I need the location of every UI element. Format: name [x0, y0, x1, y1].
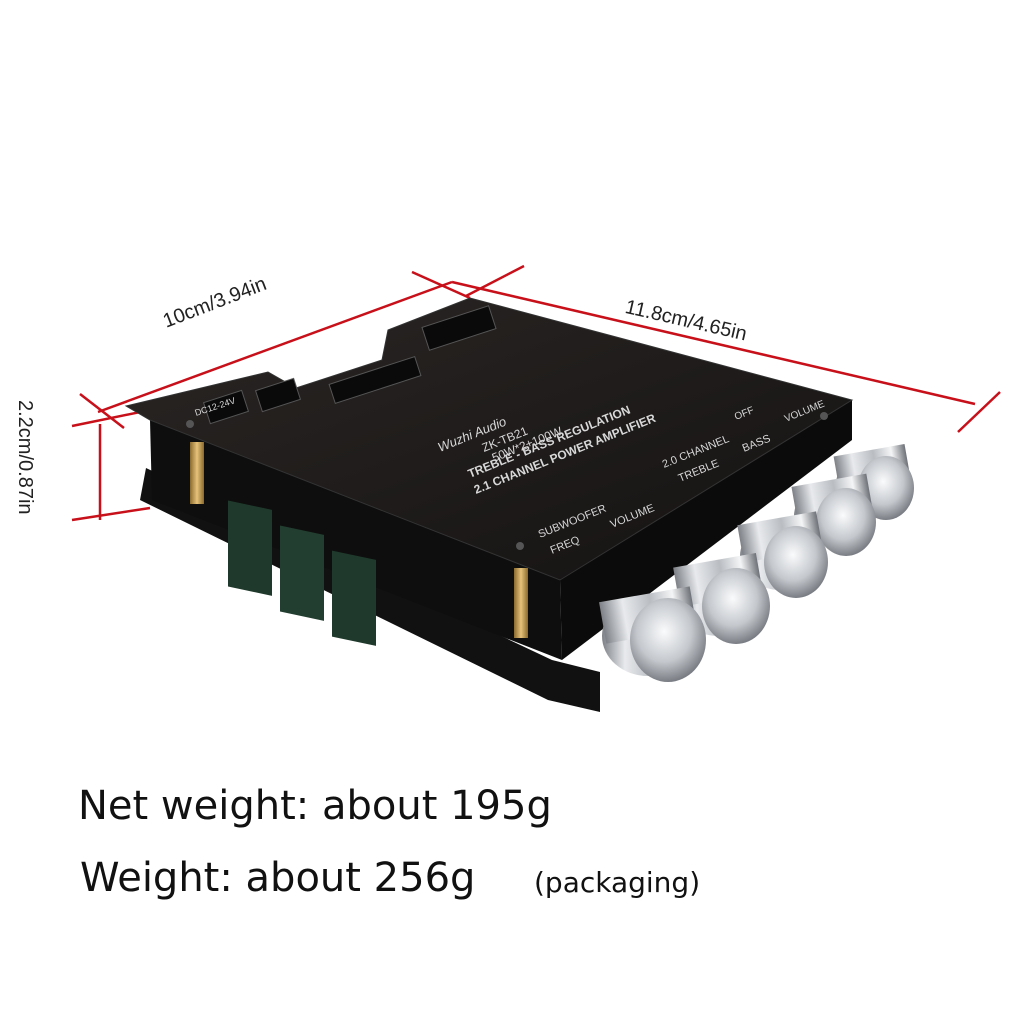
dimension-lines	[71, 264, 1001, 522]
bluetooth-port	[254, 377, 302, 413]
brass-standoff-right	[514, 568, 528, 638]
capacitor-3	[332, 550, 376, 646]
length-dimension-line	[451, 280, 976, 406]
length-tick-top	[465, 264, 525, 298]
capacitor-1	[228, 500, 272, 596]
gross-weight-caption: Weight: about 256g	[80, 855, 476, 901]
width-tick-left	[79, 393, 125, 429]
width-tick-right	[411, 270, 471, 300]
net-weight-caption: Net weight: about 195g	[78, 783, 552, 829]
knob-treble	[737, 511, 828, 598]
front-side	[150, 420, 562, 660]
speaker-terminals	[328, 355, 422, 405]
length-tick-right	[957, 391, 1001, 433]
height-tick-bottom	[71, 506, 151, 522]
connector-row	[202, 305, 497, 425]
width-dimension-line	[97, 280, 453, 414]
screw-icon	[820, 412, 828, 420]
screw-icon	[186, 420, 194, 428]
knob-freq	[599, 586, 706, 682]
top-panel	[124, 297, 854, 581]
knob-bass	[791, 473, 876, 556]
height-dimension-label: 2.2cm/0.87in	[14, 400, 36, 515]
brass-standoff-left	[190, 442, 204, 504]
dc-jack	[202, 389, 250, 425]
right-side	[560, 400, 852, 660]
amplifier-board: Wuzhi Audio ZK-TB21 50W*2+100W TREBLE - …	[124, 297, 914, 712]
packaging-note: (packaging)	[534, 866, 701, 899]
capacitor-2	[280, 525, 324, 621]
screw-icon	[516, 542, 524, 550]
aux-port	[421, 305, 497, 351]
knob-sub-volume	[673, 553, 770, 644]
